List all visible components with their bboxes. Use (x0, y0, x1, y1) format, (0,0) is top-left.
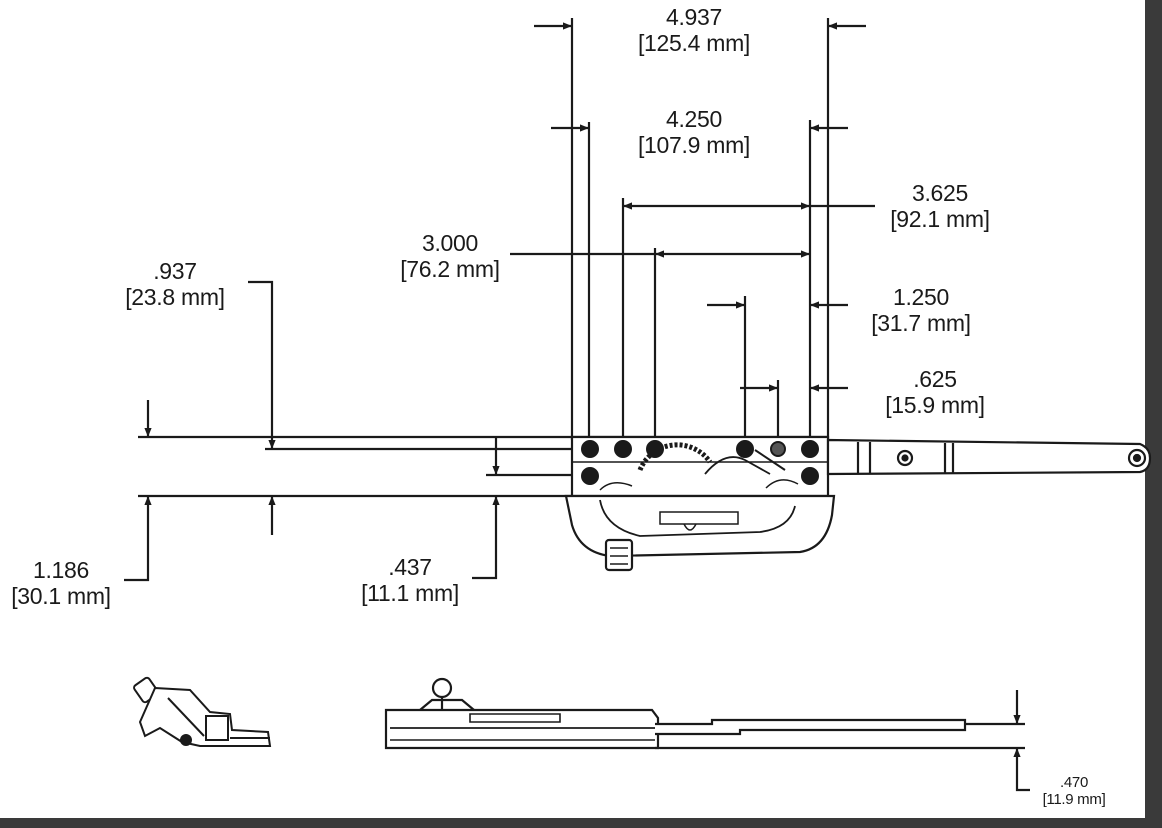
dim-470-label: .470 [11.9 mm] (1026, 774, 1122, 808)
end-view (133, 676, 272, 747)
dim-4250-inch: 4.250 (665, 106, 723, 132)
dim-625-mm: [15.9 mm] (885, 392, 985, 418)
dim-1250-label: 1.250 [31.7 mm] (846, 284, 996, 336)
dim-625-label: .625 [15.9 mm] (860, 366, 1010, 418)
dim-1250-inch: 1.250 (892, 284, 950, 310)
dim-437-inch: .437 (388, 554, 432, 580)
dim-4250-mm: [107.9 mm] (637, 132, 751, 158)
dim-3000-label: 3.000 [76.2 mm] (370, 230, 530, 282)
dim-937-mm: [23.8 mm] (125, 284, 225, 310)
dim-3000-mm: [76.2 mm] (400, 256, 500, 282)
dim-4250-label: 4.250 [107.9 mm] (604, 106, 784, 158)
dim-470-inch: .470 (1060, 774, 1088, 791)
dim-3000-inch: 3.000 (421, 230, 479, 256)
dim-3625-mm: [92.1 mm] (890, 206, 990, 232)
dim-625-inch: .625 (913, 366, 957, 392)
dim-1250-mm: [31.7 mm] (871, 310, 971, 336)
dim-470-mm: [11.9 mm] (1042, 791, 1106, 808)
side-view (384, 677, 967, 750)
rivets (581, 440, 819, 485)
dim-937-inch: .937 (153, 258, 197, 284)
dim-4937-label: 4.937 [125.4 mm] (604, 4, 784, 56)
operator-body (564, 435, 836, 572)
dim-3625-label: 3.625 [92.1 mm] (860, 180, 1020, 232)
operator-arm (826, 438, 1152, 476)
dimension-lines (124, 22, 1030, 792)
dim-437-label: .437 [11.1 mm] (340, 554, 480, 606)
dim-1186-label: 1.186 [30.1 mm] (0, 557, 122, 609)
dim-937-label: .937 [23.8 mm] (100, 258, 250, 310)
dim-4937-mm: [125.4 mm] (637, 30, 751, 56)
dim-1186-inch: 1.186 (32, 557, 90, 583)
extension-lines (138, 18, 830, 498)
dim-3625-inch: 3.625 (911, 180, 969, 206)
dim-437-mm: [11.1 mm] (361, 580, 459, 606)
dim-1186-mm: [30.1 mm] (11, 583, 111, 609)
dim-4937-inch: 4.937 (665, 4, 723, 30)
